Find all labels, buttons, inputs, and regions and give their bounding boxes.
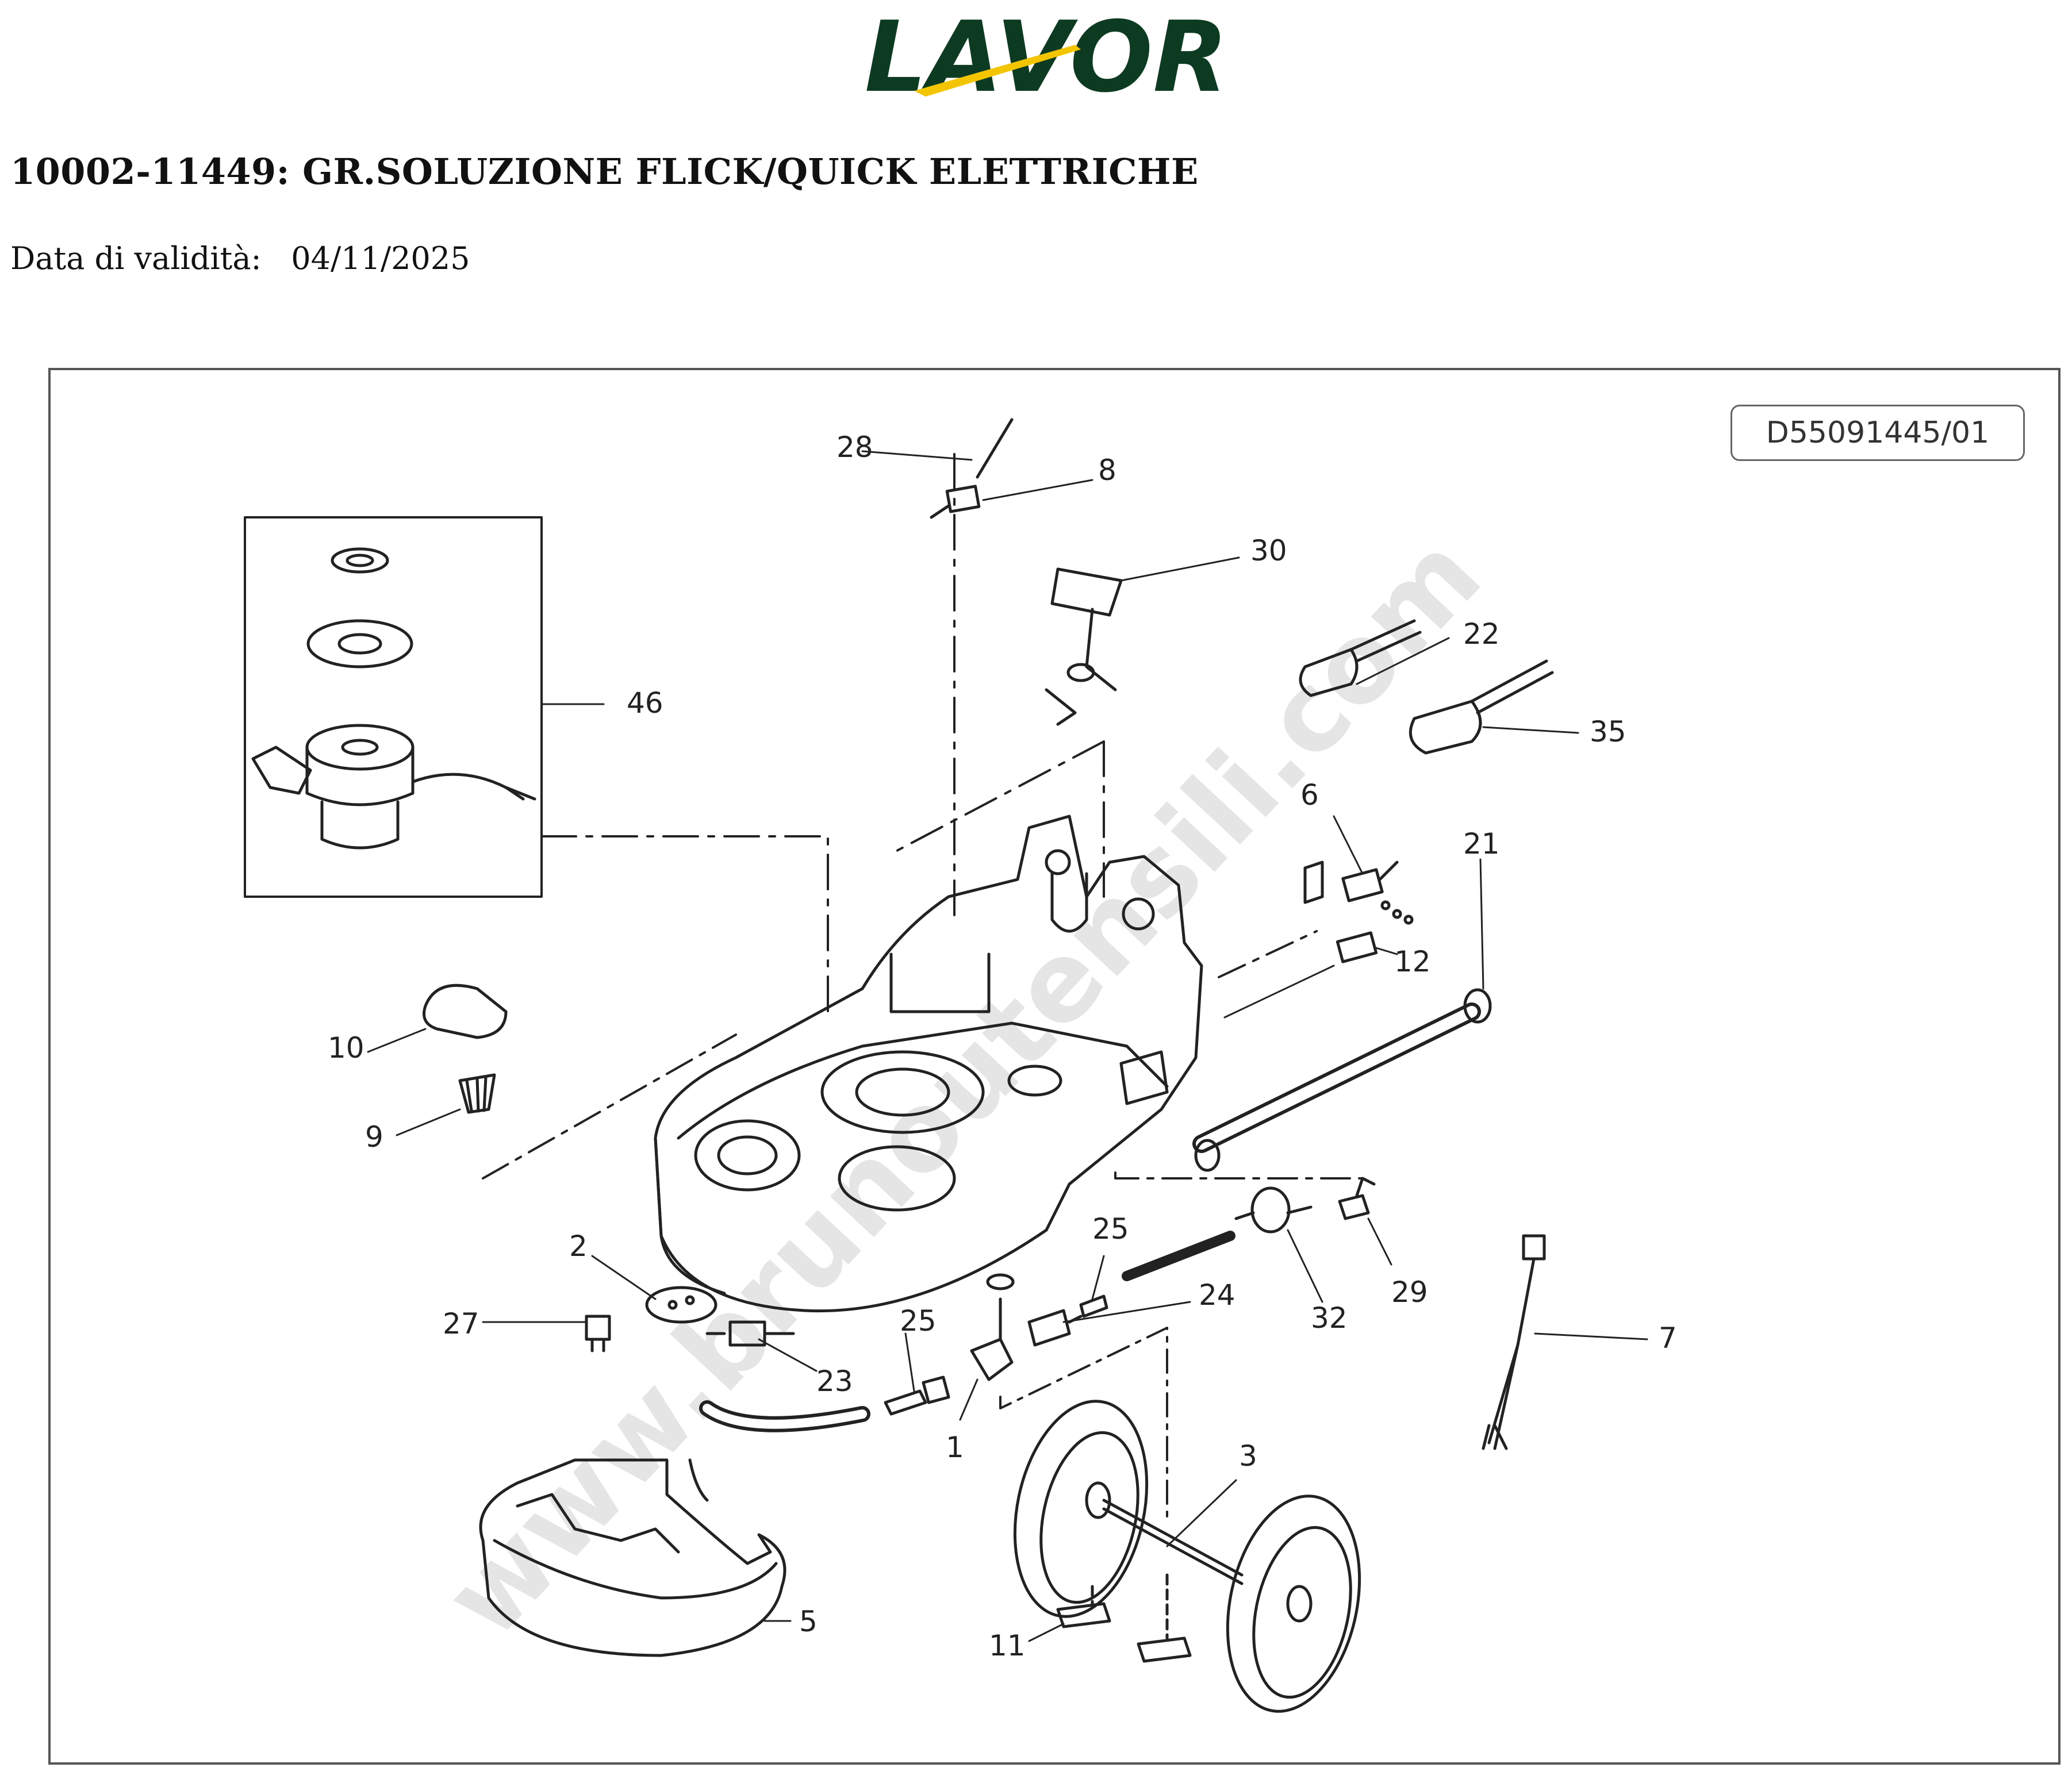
callout-23: 23 [816, 1365, 853, 1398]
hose-part-21 [1192, 988, 1492, 1172]
callout-1: 1 [946, 1431, 964, 1464]
leader-6 [1333, 815, 1364, 875]
bottom-cover-part-5 [479, 1458, 786, 1657]
callout-5: 5 [799, 1605, 818, 1638]
lavor-logo-graphic: LAVOR [865, 1, 1228, 114]
watermark: www.brunoutensili.com [420, 512, 1505, 1662]
leader-25-left [904, 1332, 915, 1392]
switch-assembly-line [1218, 930, 1318, 978]
document-title: 10002-11449: GR.SOLUZIONE FLICK/QUICK EL… [10, 151, 1199, 193]
leader-35 [1482, 726, 1579, 734]
callout-29: 29 [1391, 1275, 1428, 1309]
leader-11 [1028, 1623, 1065, 1642]
filter-part-9 [458, 1073, 496, 1114]
callout-24: 24 [1199, 1278, 1235, 1312]
leader-1 [959, 1378, 979, 1421]
valve-body-part-32 [1234, 1186, 1313, 1234]
callout-3: 3 [1239, 1439, 1257, 1473]
callout-21: 21 [1463, 827, 1500, 860]
callout-22: 22 [1463, 617, 1500, 651]
solenoid-valve-part-23 [705, 1320, 795, 1347]
leader-10 [367, 1028, 427, 1053]
logo-swoosh [914, 45, 1081, 97]
drawing-code-box: D55091445/01 [1730, 405, 2025, 461]
leader-8 [982, 479, 1093, 501]
leader-22 [1356, 637, 1450, 685]
wheel-clip-part-11 [1056, 1573, 1192, 1663]
leader-29 [1367, 1217, 1392, 1266]
vacuum-motor-part-46 [251, 547, 536, 850]
motor-assembly-line [540, 835, 829, 1013]
capacitor-part-35 [1409, 659, 1554, 755]
callout-11: 11 [989, 1629, 1026, 1662]
callout-9: 9 [365, 1120, 383, 1154]
capacitor-part-22 [1299, 619, 1422, 697]
fitting-part-25-left [884, 1376, 950, 1416]
leader-12 [1373, 946, 1398, 955]
pedal-part-30 [1045, 567, 1123, 726]
valve-part-2 [645, 1286, 717, 1324]
sensor-part-8 [930, 418, 1014, 519]
fitting-part-25-right [1079, 1231, 1235, 1318]
pedal-assembly-line [896, 740, 1105, 852]
validity-date: 04/11/2025 [291, 240, 470, 276]
callout-12: 12 [1394, 945, 1431, 978]
callout-25-left: 25 [900, 1304, 937, 1338]
callout-30: 30 [1250, 534, 1287, 567]
leader-9 [396, 1108, 461, 1136]
callout-28: 28 [837, 431, 873, 464]
switch-rod [1223, 965, 1335, 1019]
tube-inner [703, 1404, 867, 1429]
cable-part-7 [1482, 1234, 1546, 1450]
filter-assembly-line [482, 1034, 737, 1180]
validity-label: Data di validità: [10, 240, 262, 276]
leader-25-right [1091, 1255, 1105, 1300]
callout-46: 46 [627, 686, 663, 720]
clip-part-27 [585, 1315, 611, 1353]
callout-10: 10 [328, 1031, 364, 1065]
callout-32: 32 [1311, 1301, 1348, 1335]
callout-27: 27 [443, 1307, 479, 1340]
switch-part-6 [1303, 860, 1414, 925]
leader-3 [1166, 1479, 1237, 1547]
leader-28 [861, 450, 973, 461]
housing-to-fittings-line [1114, 1171, 1364, 1180]
callout-2: 2 [569, 1230, 588, 1263]
callout-7: 7 [1659, 1321, 1677, 1355]
leader-30 [1120, 556, 1240, 582]
callout-25-right: 25 [1092, 1212, 1129, 1246]
leader-32 [1287, 1229, 1323, 1303]
callout-35: 35 [1590, 715, 1626, 748]
leader-2 [591, 1255, 657, 1300]
leader-23 [758, 1338, 818, 1372]
leader-7 [1534, 1332, 1648, 1340]
leader-21 [1479, 858, 1484, 990]
callout-6: 6 [1300, 778, 1319, 812]
wheel-assembly-line [999, 1327, 1168, 1524]
connector-part-24 [1027, 1309, 1083, 1347]
motor-inset-box [244, 516, 543, 898]
wheel-axle-part-3 [1013, 1400, 1361, 1713]
lid-part-10 [423, 983, 508, 1039]
lavor-logo: LAVOR [828, 1, 1265, 114]
part-12 [1336, 931, 1378, 963]
leader-24 [1062, 1301, 1191, 1323]
diagram-frame [48, 368, 2061, 1765]
elbow-fitting-part-29 [1338, 1177, 1376, 1220]
callout-8: 8 [1098, 454, 1116, 487]
validity-line: Data di validità: 04/11/2025 [10, 240, 470, 276]
bracket-part-1 [970, 1273, 1015, 1381]
base-housing [654, 814, 1203, 1313]
